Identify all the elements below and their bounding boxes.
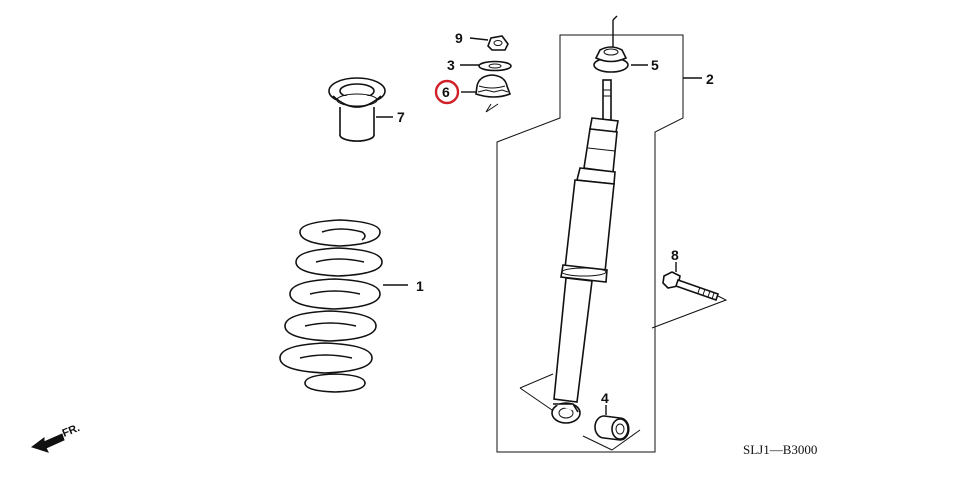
label-1: 1 xyxy=(416,278,424,294)
diagram-code: SLJ1—B3000 xyxy=(743,442,817,457)
bushing-part[interactable] xyxy=(594,405,630,441)
highlight-ring xyxy=(434,79,460,105)
label-6: 6 xyxy=(442,84,450,100)
shock-absorber-part[interactable] xyxy=(519,77,702,451)
washer-part[interactable] xyxy=(460,60,512,72)
shock-assembly-outline xyxy=(496,34,684,453)
upper-mount-part[interactable] xyxy=(593,15,648,73)
mount-rubber-part[interactable] xyxy=(461,74,512,113)
label-3: 3 xyxy=(447,57,455,73)
label-5: 5 xyxy=(651,57,659,73)
nut-part[interactable] xyxy=(469,35,509,51)
label-2: 2 xyxy=(706,71,714,87)
label-4: 4 xyxy=(601,390,609,406)
label-9: 9 xyxy=(455,30,463,46)
front-direction-arrow-icon xyxy=(30,433,65,453)
label-8: 8 xyxy=(671,247,679,263)
front-direction-label: FR. xyxy=(61,422,82,440)
label-7: 7 xyxy=(397,109,405,125)
bolt-part[interactable] xyxy=(651,262,728,329)
coil-spring-part[interactable] xyxy=(279,219,408,393)
bump-stop-part[interactable] xyxy=(328,77,393,142)
